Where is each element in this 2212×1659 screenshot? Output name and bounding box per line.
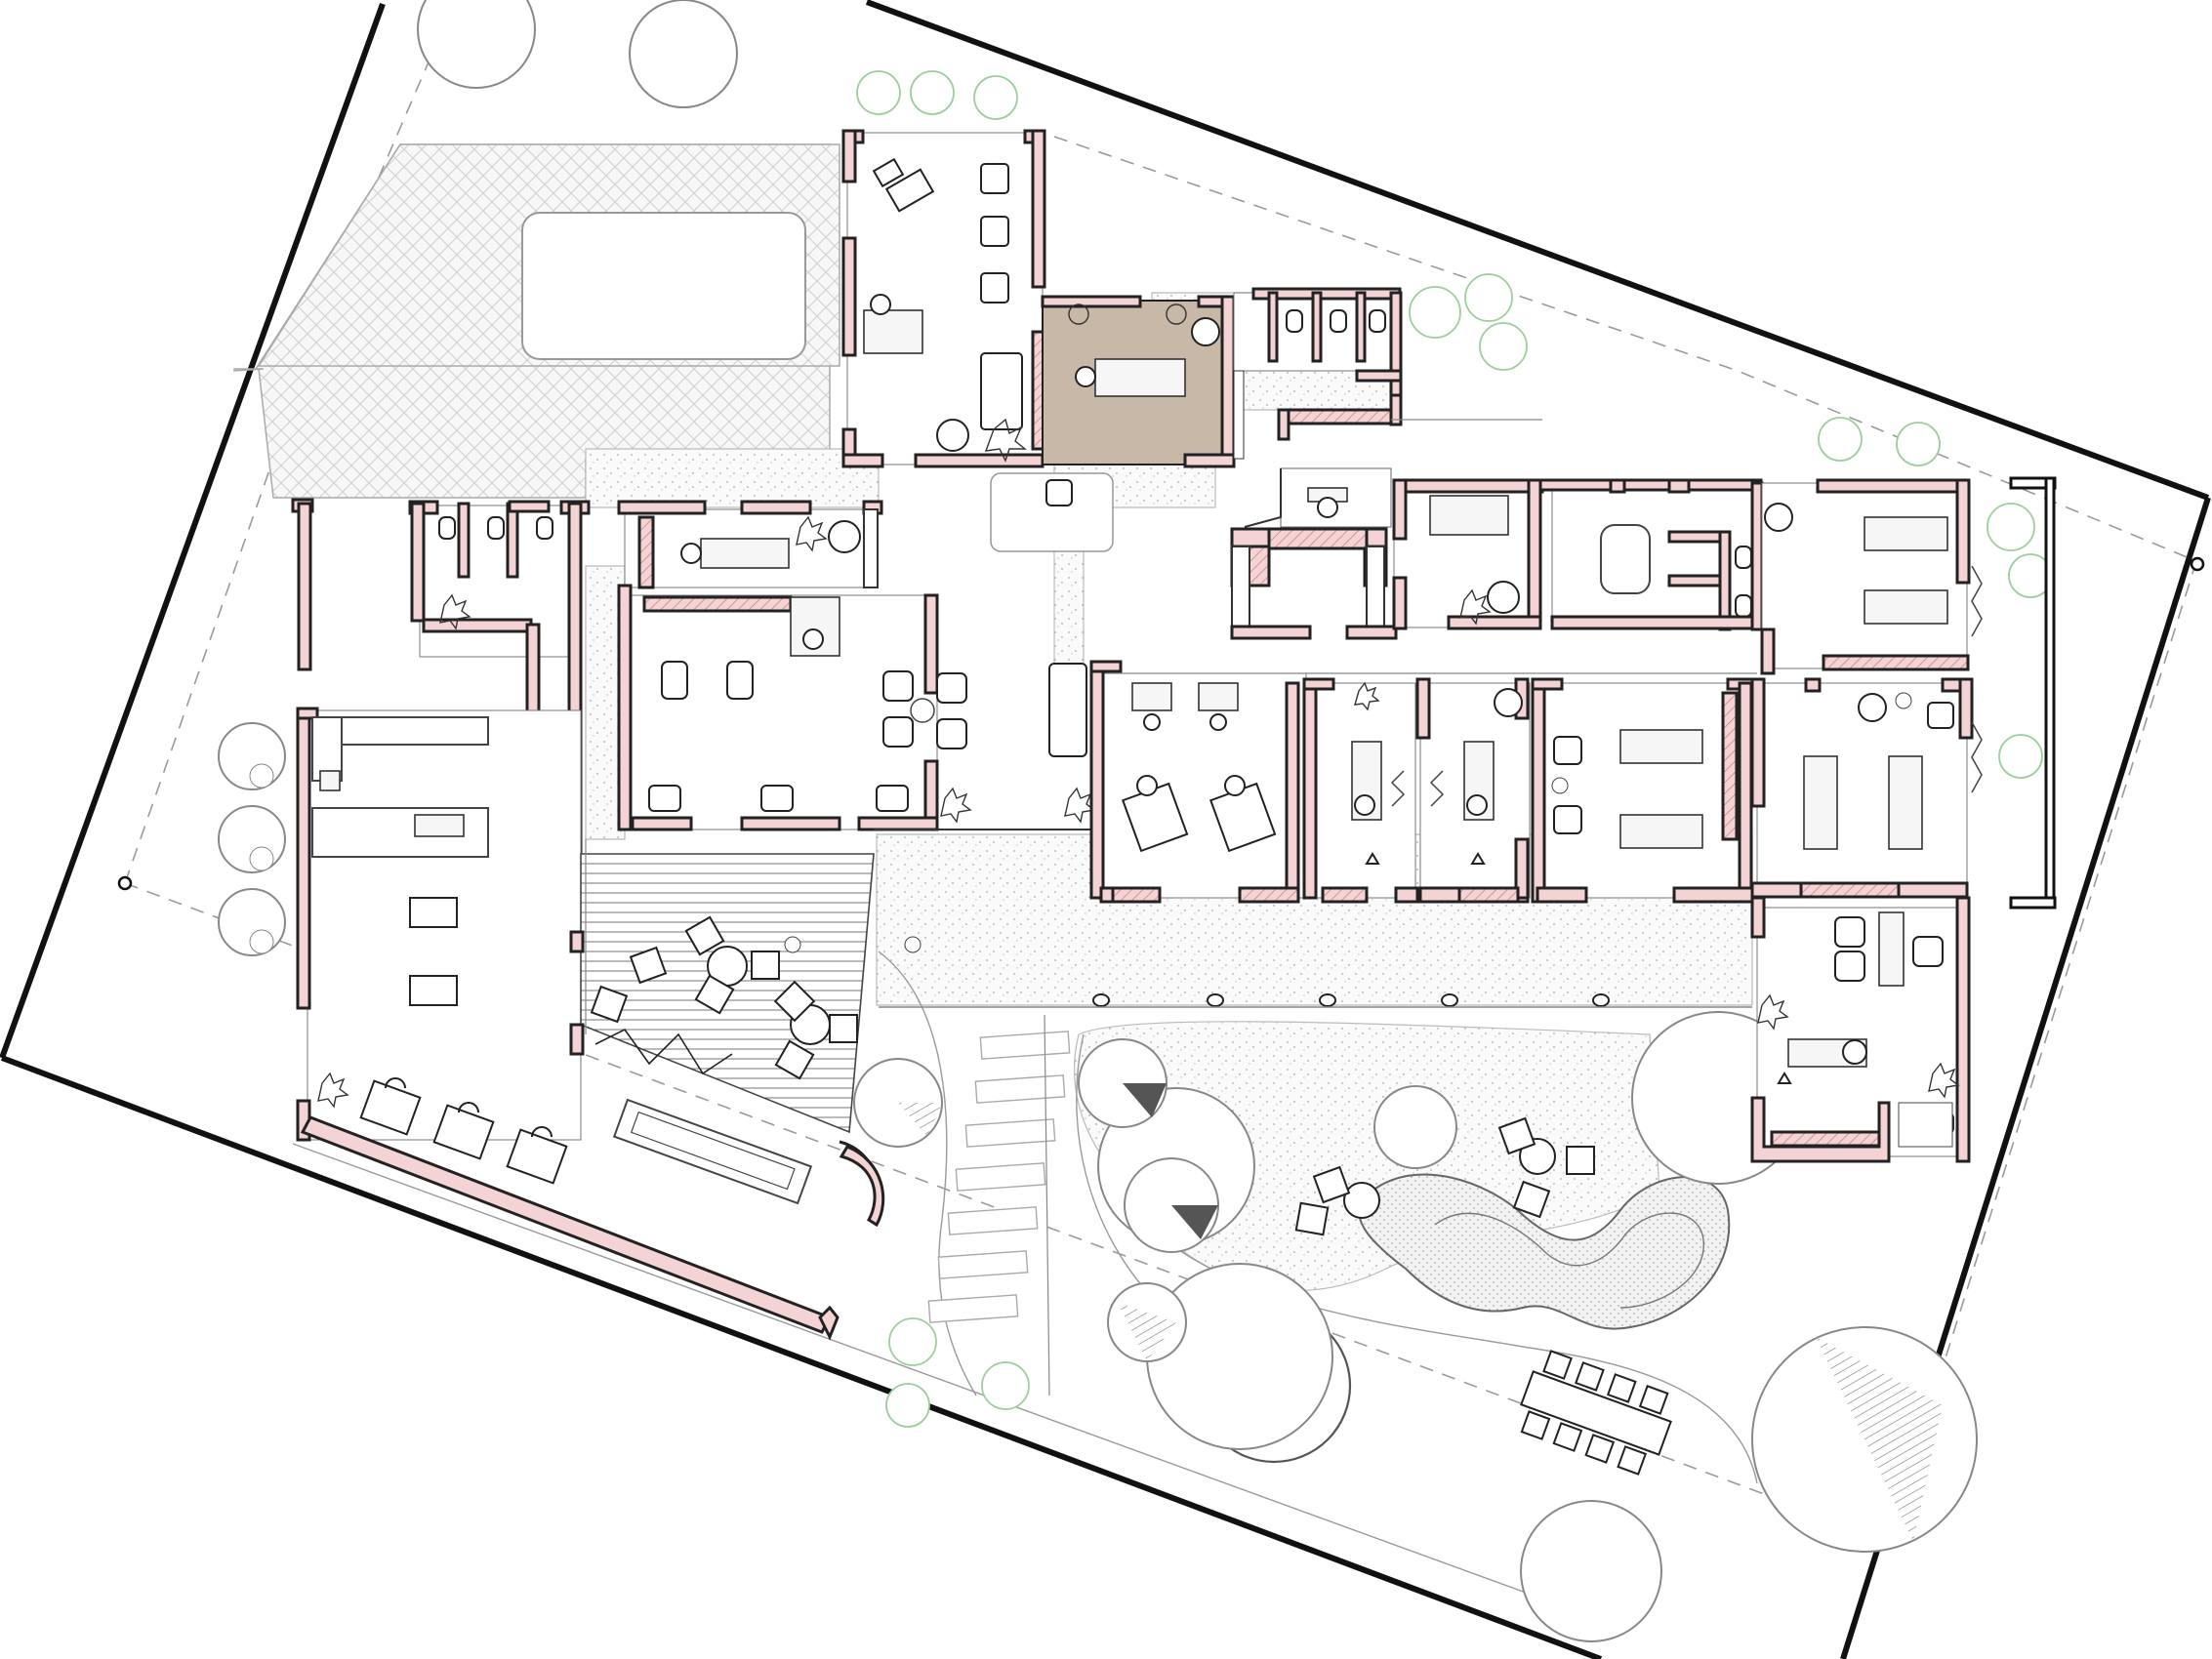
table-icon bbox=[1520, 1370, 1672, 1456]
armchair-icon bbox=[980, 163, 1009, 194]
armchair-icon bbox=[1912, 936, 1944, 967]
bed-icon bbox=[1094, 358, 1186, 397]
plant-icon bbox=[1928, 1062, 1960, 1099]
tree-icon bbox=[417, 0, 536, 89]
treatment-room-highlighted bbox=[1041, 295, 1236, 468]
plant-icon bbox=[439, 593, 471, 630]
tree-icon bbox=[1146, 1263, 1333, 1450]
sofa-icon bbox=[1048, 663, 1087, 757]
armchair-icon bbox=[1191, 317, 1220, 346]
plant-icon bbox=[796, 515, 828, 552]
toilet-icon bbox=[438, 516, 456, 540]
armchair-icon bbox=[1553, 736, 1582, 765]
armchair-icon bbox=[936, 419, 969, 452]
parking-court bbox=[233, 143, 880, 508]
lobby-waiting bbox=[874, 472, 1114, 830]
armchair-icon bbox=[1764, 503, 1793, 532]
consult-east-1 bbox=[1392, 478, 1544, 630]
armchair-icon bbox=[1927, 702, 1954, 729]
deck-terrace bbox=[569, 853, 922, 1134]
bollards bbox=[879, 993, 1752, 1008]
table-icon bbox=[409, 897, 458, 928]
armchair-icon bbox=[936, 718, 967, 749]
plant-icon bbox=[1757, 993, 1789, 1031]
plant-icon bbox=[940, 787, 972, 824]
shrubs bbox=[856, 70, 2053, 1428]
bed-icon bbox=[1888, 755, 1923, 850]
treatment-east-1 bbox=[1760, 478, 1971, 675]
toilet-icon bbox=[536, 516, 553, 540]
bed-icon bbox=[1803, 755, 1838, 850]
chair-icon bbox=[661, 661, 688, 700]
pedicure-room bbox=[1750, 896, 1971, 1163]
armchair-icon bbox=[1487, 581, 1520, 614]
armchair-icon bbox=[648, 785, 681, 812]
plan-lines bbox=[585, 419, 1757, 1396]
toilet-icon bbox=[1369, 309, 1386, 333]
armchair-icon bbox=[1045, 479, 1073, 506]
reception bbox=[1230, 467, 1398, 640]
toilet-icon bbox=[1330, 309, 1347, 333]
chair-icon bbox=[726, 661, 754, 700]
cabin-a bbox=[1302, 677, 1419, 904]
dental-room bbox=[1089, 660, 1307, 904]
bed-icon bbox=[1864, 516, 1948, 551]
treatment-east-2 bbox=[1531, 677, 1759, 904]
tree-icon bbox=[629, 0, 738, 108]
bed-icon bbox=[1619, 814, 1703, 849]
plant-icon bbox=[1166, 303, 1187, 325]
tree-icon bbox=[1520, 1500, 1662, 1642]
stepping-stones bbox=[927, 1031, 1071, 1323]
bed-icon bbox=[700, 538, 790, 569]
bed-icon bbox=[1864, 589, 1948, 625]
columnar-trees bbox=[218, 722, 286, 956]
sofa-icon bbox=[980, 352, 1023, 430]
plant-icon bbox=[1354, 681, 1380, 711]
toilet-icon bbox=[1735, 594, 1752, 618]
cabin-b bbox=[1415, 677, 1531, 904]
armchair-icon bbox=[882, 670, 914, 702]
table-icon bbox=[409, 975, 458, 1006]
armchair-icon bbox=[936, 672, 967, 704]
changing-rooms bbox=[1538, 478, 1764, 631]
plant-icon bbox=[984, 418, 1027, 463]
treatment-east-3 bbox=[1750, 677, 1974, 899]
armchair-icon bbox=[828, 520, 861, 553]
wc-block-north bbox=[1233, 287, 1403, 460]
toilet-icon bbox=[487, 516, 505, 540]
garden-furniture bbox=[1294, 1116, 1672, 1476]
plant-icon bbox=[1459, 588, 1492, 626]
armchair-icon bbox=[1553, 805, 1582, 834]
armchair-icon bbox=[980, 272, 1009, 303]
armchair-icon bbox=[980, 216, 1009, 247]
toilet-icon bbox=[1286, 309, 1303, 333]
plant-icon bbox=[317, 1072, 349, 1109]
armchair-icon bbox=[1494, 688, 1523, 717]
armchair-icon bbox=[882, 716, 914, 748]
cafe-kitchen bbox=[296, 707, 885, 1341]
toilet-icon bbox=[1735, 546, 1752, 569]
armchair-icon bbox=[876, 785, 909, 812]
armchair-icon bbox=[760, 785, 794, 812]
office-north bbox=[841, 129, 1046, 468]
massage-room-west bbox=[617, 500, 883, 589]
salon bbox=[617, 584, 972, 831]
tree-icon bbox=[1373, 1085, 1457, 1169]
armchair-icon bbox=[1834, 951, 1865, 982]
armchair-icon bbox=[1858, 693, 1887, 722]
east-facade bbox=[1971, 476, 2057, 910]
armchair-icon bbox=[1834, 916, 1865, 948]
bed-icon bbox=[1619, 729, 1703, 764]
plant-icon bbox=[1068, 303, 1089, 325]
sink-icon bbox=[319, 770, 341, 791]
